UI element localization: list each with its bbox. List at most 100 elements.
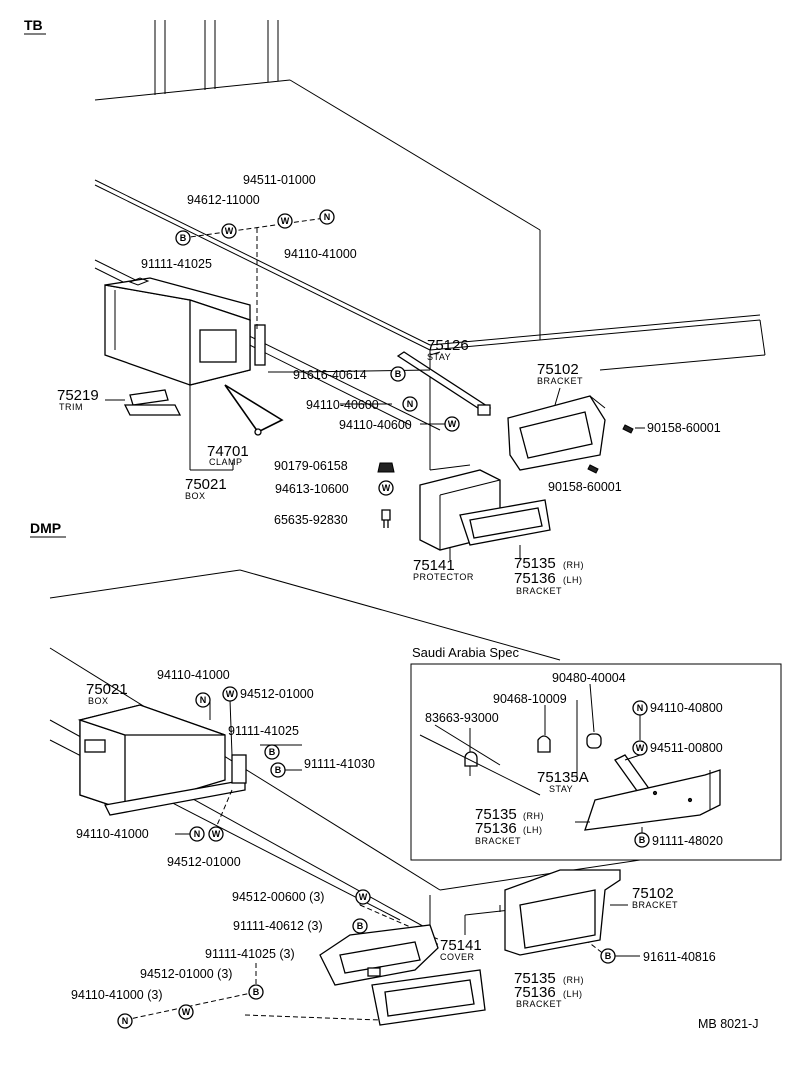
- tb-label-75136: 75136: [514, 570, 556, 587]
- tb-truck-bed: [94, 20, 766, 471]
- dmp-badge-w-3: W: [355, 889, 371, 905]
- svg-text:N: N: [637, 703, 644, 713]
- svg-text:W: W: [226, 689, 235, 699]
- svg-text:N: N: [200, 695, 207, 705]
- dmp-label-94110-41000-b: 94110-41000: [76, 827, 149, 841]
- svg-text:B: B: [395, 369, 402, 379]
- saudi-label-75135: 75135: [475, 806, 517, 823]
- dmp-cover-drawing: [319, 924, 439, 986]
- svg-text:B: B: [253, 987, 260, 997]
- saudi-label-75135a: 75135A: [537, 769, 589, 786]
- dmp-label-bracket: BRACKET: [632, 900, 678, 910]
- saudi-label-rh: (RH): [523, 811, 544, 821]
- dmp-badge-w-2: W: [208, 826, 224, 842]
- svg-text:W: W: [448, 419, 457, 429]
- saudi-badge-w: W: [632, 740, 648, 756]
- tb-label-91616: 91616-40614: [293, 368, 367, 382]
- saudi-label-83663: 83663-93000: [425, 711, 499, 725]
- tb-label-94110-41000: 94110-41000: [284, 247, 357, 261]
- tb-badge-w-3: W: [444, 416, 460, 432]
- svg-text:W: W: [182, 1007, 191, 1017]
- dmp-label-91611: 91611-40816: [643, 950, 716, 964]
- tb-label-94110-40600-a: 94110-40600: [306, 398, 379, 412]
- dmp-label-94512-01000-3: 94512-01000 (3): [140, 967, 232, 981]
- dmp-badge-w-1: W: [222, 686, 238, 702]
- saudi-spec-panel: [410, 663, 782, 861]
- tb-label-box: BOX: [185, 491, 206, 501]
- tb-bracket-rh-lh-drawing: [459, 499, 551, 546]
- dmp-badge-n-2: N: [189, 826, 205, 842]
- svg-text:N: N: [407, 399, 414, 409]
- tb-trim-drawing: [123, 389, 182, 416]
- dmp-label-94110-41000-3: 94110-41000 (3): [71, 988, 163, 1002]
- tb-label-stay: STAY: [427, 352, 451, 362]
- dmp-badge-n-1: N: [195, 692, 211, 708]
- svg-text:B: B: [639, 835, 646, 845]
- tb-tool-box-drawing: [104, 277, 266, 386]
- saudi-parts-drawing: [464, 733, 721, 831]
- tb-bracket-drawing: [507, 395, 606, 471]
- dmp-badge-n-3: N: [117, 1013, 133, 1029]
- svg-text:W: W: [359, 892, 368, 902]
- svg-text:N: N: [194, 829, 201, 839]
- tb-label-90158-b: 90158-60001: [548, 480, 622, 494]
- tb-leaders: [105, 351, 645, 560]
- svg-text:W: W: [382, 483, 391, 493]
- section-label-dmp: DMP: [30, 520, 61, 536]
- dmp-badge-b-3: B: [352, 918, 368, 934]
- saudi-label-90468: 90468-10009: [493, 692, 567, 706]
- dmp-label-75135: 75135: [514, 970, 556, 987]
- dmp-label-lh: (LH): [563, 989, 583, 999]
- tb-label-74701: 74701: [207, 443, 249, 460]
- svg-text:B: B: [275, 765, 282, 775]
- tb-label-94511: 94511-01000: [243, 173, 316, 187]
- tb-label-bracket: BRACKET: [537, 376, 583, 386]
- tb-label-75021: 75021: [185, 476, 227, 493]
- saudi-label-lh: (LH): [523, 825, 543, 835]
- tb-label-rh: (RH): [563, 560, 584, 570]
- tb-label-75135: 75135: [514, 555, 556, 572]
- dmp-bracket-75102-drawing: [499, 869, 621, 956]
- svg-text:W: W: [225, 226, 234, 236]
- svg-text:B: B: [269, 747, 276, 757]
- svg-text:W: W: [636, 743, 645, 753]
- saudi-badge-b: B: [634, 832, 650, 848]
- dmp-label-75136: 75136: [514, 984, 556, 1001]
- dmp-badge-b-2: B: [270, 762, 286, 778]
- saudi-label-91111: 91111-48020: [652, 834, 723, 848]
- saudi-label-75136: 75136: [475, 820, 517, 837]
- tb-label-90158-a: 90158-60001: [647, 421, 721, 435]
- dmp-bracket-rh-lh-drawing: [371, 969, 486, 1026]
- dmp-badge-b-1: B: [264, 744, 280, 760]
- saudi-label-90480: 90480-40004: [552, 671, 626, 685]
- dmp-label-91111-41025: 91111-41025: [228, 724, 299, 738]
- dmp-label-91111-41030: 91111-41030: [304, 757, 375, 771]
- tb-badge-n-1: N: [319, 209, 335, 225]
- dmp-label-91111-41025-3: 91111-41025 (3): [205, 947, 295, 961]
- tb-label-90179: 90179-06158: [274, 459, 348, 473]
- tb-label-clamp: CLAMP: [209, 457, 243, 467]
- svg-text:B: B: [605, 951, 612, 961]
- tb-label-75126: 75126: [427, 337, 469, 354]
- section-label-tb: TB: [24, 17, 43, 33]
- dmp-tool-box-drawing: [77, 704, 247, 816]
- svg-text:B: B: [180, 233, 187, 243]
- dmp-label-94512-00600: 94512-00600 (3): [232, 890, 324, 904]
- tb-badge-w-2: W: [221, 223, 237, 239]
- dmp-label-75021: 75021: [86, 681, 128, 698]
- dmp-label-75141: 75141: [440, 937, 482, 954]
- saudi-label-bracket: BRACKET: [475, 836, 521, 846]
- diagram-reference-code: MB 8021-J: [698, 1017, 758, 1031]
- tb-label-75102: 75102: [537, 361, 579, 378]
- tb-badge-n-2: N: [402, 396, 418, 412]
- saudi-label-94511: 94511-00800: [650, 741, 723, 755]
- svg-text:W: W: [281, 216, 290, 226]
- tb-badge-b-1: B: [175, 230, 191, 246]
- saudi-spec-title: Saudi Arabia Spec: [412, 645, 519, 660]
- svg-text:N: N: [324, 212, 331, 222]
- dmp-label-94512-a: 94512-01000: [240, 687, 314, 701]
- tb-label-91111: 91111-41025: [141, 257, 212, 271]
- tb-clamp-drawing: [224, 384, 284, 436]
- saudi-label-94110: 94110-40800: [650, 701, 723, 715]
- tb-badge-b-2: B: [390, 366, 406, 382]
